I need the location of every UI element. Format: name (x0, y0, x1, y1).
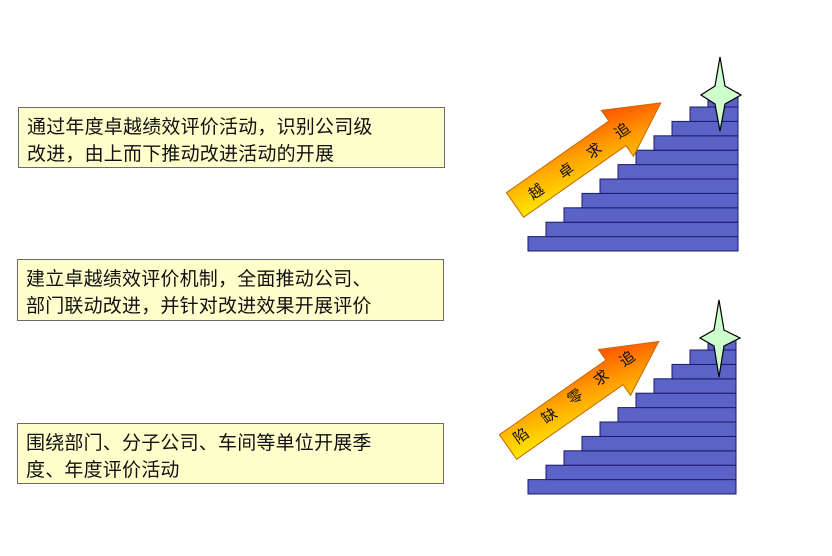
text-box-1: 通过年度卓越绩效评价活动，识别公司级 改进，由上而下推动改进活动的开展 (18, 107, 445, 168)
staircase-1-step-1 (527, 236, 739, 252)
staircase-1-step-5 (599, 178, 739, 194)
staircase-2-step-2 (545, 464, 737, 481)
staircase-2 (527, 335, 737, 495)
staircase-2-step-9 (671, 363, 737, 380)
staircase-2-step-10 (689, 349, 737, 365)
text-box-2-line-2: 部门联动改进，并针对改进效果开展评价 (26, 295, 372, 317)
staircase-2-step-8 (653, 378, 737, 394)
staircase-1-step-9 (671, 120, 739, 137)
staircase-2-step-3 (563, 450, 737, 466)
arrow-1 (505, 102, 662, 218)
arrow-2 (498, 340, 660, 460)
staircase-1-step-2 (545, 221, 739, 238)
text-box-3-line-2: 度、年度评价活动 (26, 459, 180, 481)
text-box-2-line-1: 建立卓越绩效评价机制，全面推动公司、 (26, 268, 372, 290)
text-box-1-line-1: 通过年度卓越绩效评价活动，识别公司级 (27, 116, 373, 138)
star-1-icon (699, 56, 743, 132)
staircase-1-step-4 (581, 192, 739, 209)
text-box-3-line-1: 围绕部门、分子公司、车间等单位开展季 (26, 432, 372, 454)
staircase-1-step-8 (653, 135, 739, 151)
staircase-2-step-4 (581, 435, 737, 452)
star-2-icon (698, 299, 742, 378)
text-box-1-line-2: 改进，由上而下推动改进活动的开展 (27, 143, 335, 165)
staircase-1 (527, 92, 739, 252)
staircase-2-step-6 (617, 407, 737, 423)
text-box-2: 建立卓越绩效评价机制，全面推动公司、 部门联动改进，并针对改进效果开展评价 (17, 259, 444, 321)
staircase-1-step-3 (563, 207, 739, 223)
staircase-1-step-6 (617, 164, 739, 180)
staircase-1-step-7 (635, 149, 739, 166)
staircase-2-step-7 (635, 392, 737, 409)
staircase-1-step-10 (689, 106, 739, 122)
staircase-2-step-1 (527, 479, 737, 495)
staircase-2-step-5 (599, 421, 737, 437)
text-box-3: 围绕部门、分子公司、车间等单位开展季 度、年度评价活动 (17, 423, 444, 484)
